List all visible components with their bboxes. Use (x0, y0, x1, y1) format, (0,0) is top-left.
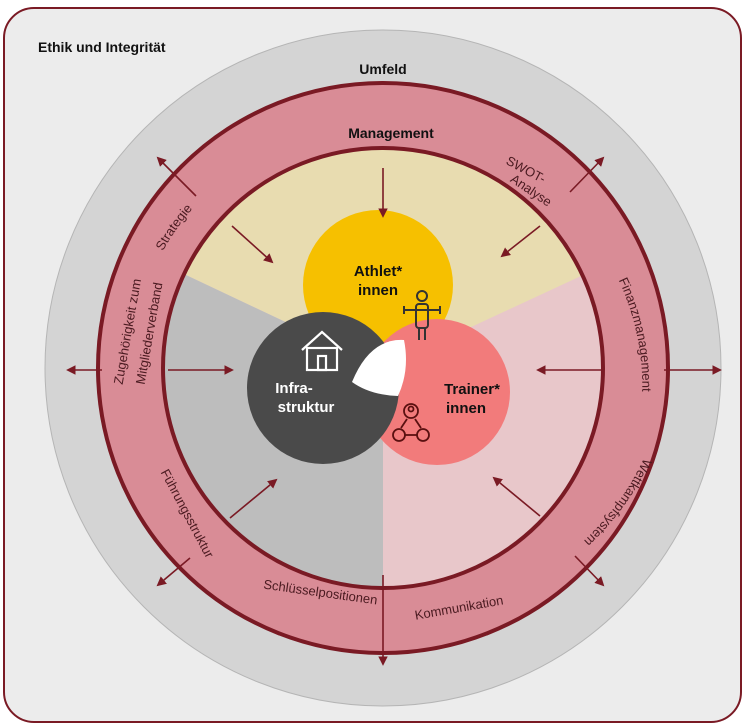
arrow-icon (574, 555, 605, 587)
arrow-icon (156, 557, 191, 587)
outward-arrows (66, 156, 722, 666)
trainers-label-2: innen (446, 400, 486, 417)
arrow-icon (229, 478, 278, 519)
core-overlap (352, 339, 406, 396)
infrastructure-label-1: Infra- (275, 380, 313, 397)
infrastructure-label-2: struktur (278, 399, 335, 416)
frame-title: Ethik und Integrität (38, 39, 166, 55)
house-icon (301, 330, 343, 372)
arrow-icon (231, 225, 274, 264)
infrastructure-circle (247, 312, 399, 464)
inward-arrows (168, 168, 602, 519)
arrow-icon (156, 156, 197, 197)
management-label: Management (348, 125, 434, 141)
team-icon (392, 403, 430, 442)
trainers-label-1: Trainer* (444, 381, 500, 398)
arrow-icon (492, 476, 541, 517)
athletes-label-1: Athlet* (354, 263, 402, 280)
arrow-icon (500, 225, 541, 258)
arrow-icon (569, 156, 605, 193)
athlete-icon (403, 290, 441, 340)
athletes-label-2: innen (358, 282, 398, 299)
environment-label: Umfeld (359, 61, 406, 77)
